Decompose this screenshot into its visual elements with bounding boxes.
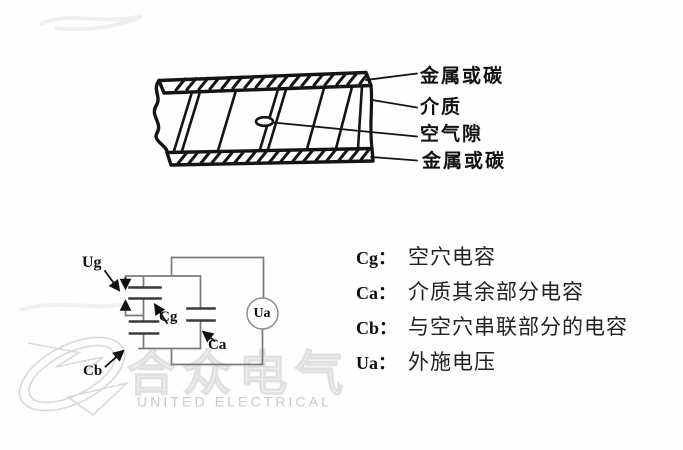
legend-row-cg: Cg： 空穴电容 [356, 244, 628, 272]
bottom-electrode-band [165, 146, 375, 167]
legend-text-cg: 空穴电容 [408, 245, 496, 269]
ua-label: Ua [253, 306, 271, 321]
dielectric-body [152, 78, 374, 155]
dielectric-label: 介质 [420, 97, 463, 118]
legend-text-cb: 与空穴串联部分的电容 [408, 315, 628, 339]
electrode-top-label: 金属或碳 [420, 66, 505, 87]
ca-label: Ca [208, 337, 227, 353]
leader-lines [272, 72, 418, 162]
ug-label: Ug [82, 254, 102, 271]
top-electrode-band [157, 70, 373, 95]
legend-symbol-ua: Ua： [356, 353, 396, 373]
cg-pointer-arrow [153, 303, 169, 325]
legend-symbol-cg: Cg： [356, 248, 396, 268]
cb-label: Cb [83, 363, 103, 379]
ug-pointer-arrow [103, 269, 121, 292]
cg-label: Cg [159, 309, 178, 325]
voltage-source-circle [246, 297, 279, 330]
watermark-en-text: UNITED ELECTRICAL [137, 394, 332, 410]
capacitor-plates [128, 286, 216, 335]
air-gap-label: 空气隙 [420, 124, 484, 145]
legend-row-ca: Ca： 介质其余部分电容 [356, 279, 628, 307]
logo-swoosh-arrow [27, 342, 104, 372]
watermark-logo [18, 14, 143, 417]
air-void-ellipse [254, 115, 275, 128]
cross-section-drawing [152, 70, 418, 167]
legend-row-cb: Cb： 与空穴串联部分的电容 [356, 314, 628, 342]
electrode-bottom-label: 金属或碳 [422, 151, 507, 172]
circuit-drawing [103, 256, 279, 368]
ca-pointer-arrow [201, 330, 216, 343]
legend-text-ca: 介质其余部分电容 [408, 280, 584, 304]
legend-symbol-ca: Ca： [356, 283, 396, 303]
logo-wing [66, 381, 130, 417]
legend: Cg： 空穴电容 Ca： 介质其余部分电容 Cb： 与空穴串联部分的电容 Ua：… [356, 244, 628, 377]
legend-symbol-cb: Cb： [356, 318, 398, 338]
legend-row-ua: Ua： 外施电压 [356, 349, 628, 377]
legend-text-ua: 外施电压 [408, 350, 496, 374]
cb-pointer-arrow [104, 349, 125, 368]
watermark-cn-text: 合众电气 [127, 348, 351, 401]
